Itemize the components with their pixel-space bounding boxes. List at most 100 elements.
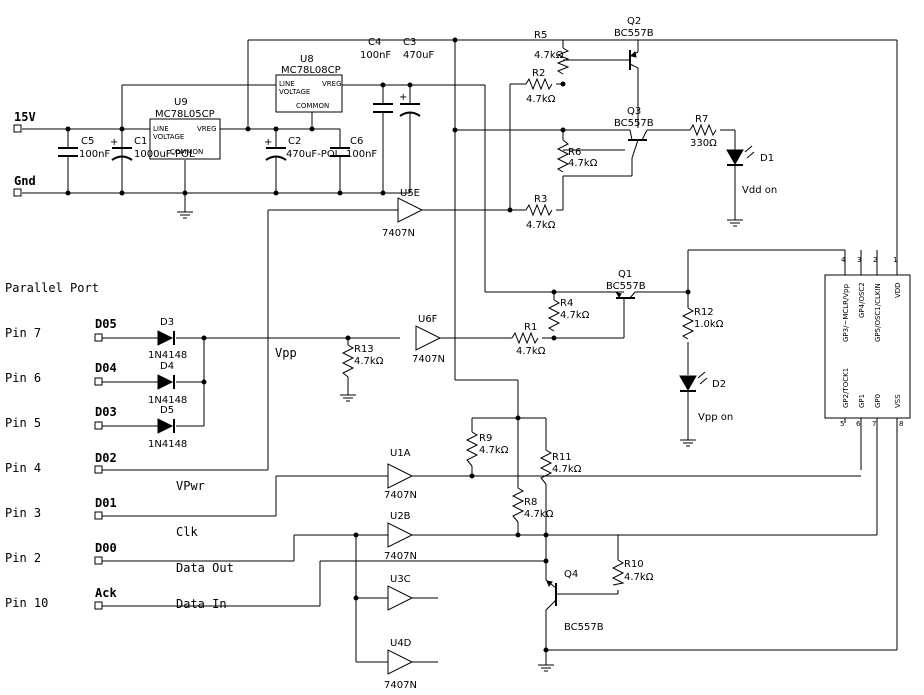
label-components-d5-part: 1N4148	[148, 439, 187, 450]
label-components-d3-part: 1N4148	[148, 350, 187, 361]
label-components-r8-ref: R8	[524, 497, 537, 508]
junction-dots	[65, 37, 691, 653]
label-components-u2b-part: 7407N	[384, 551, 417, 562]
resistor-r11	[539, 449, 553, 485]
label-components-u6f-part: 7407N	[412, 354, 445, 365]
net-vpp: Vpp	[275, 346, 297, 360]
label-components-r4-value: 4.7kΩ	[560, 310, 590, 321]
label-components-u5e-part: 7407N	[382, 228, 415, 239]
label-components-r11-value: 4.7kΩ	[552, 464, 582, 475]
label-pic-names-top-0: GP3/~MCLR/Vpp	[842, 283, 850, 342]
net-d05: D05	[95, 317, 117, 331]
net-d02: D02	[95, 451, 117, 465]
regulator-u9: LINE VOLTAGE VREG COMMON	[149, 118, 221, 160]
label-components-r7-value: 330Ω	[690, 138, 717, 149]
label-pic-names-top-1: GP4/OSC2	[858, 282, 866, 318]
label-components-q2-ref: Q2	[627, 16, 641, 27]
label-pic-pins-top-3: 1	[893, 256, 897, 264]
regulator-u8: LINE VOLTAGE VREG COMMON	[275, 74, 343, 113]
resistor-r8	[511, 487, 525, 523]
label-components-r10-value: 4.7kΩ	[624, 572, 654, 583]
label-pic-pins-bottom-0: 5	[840, 420, 844, 428]
net-d03: D03	[95, 405, 117, 419]
label-components-r2-value: 4.7kΩ	[526, 94, 556, 105]
label-components-r5-value: 4.7kΩ	[534, 50, 564, 61]
port-labels: Parallel Port Pin 7 Pin 6 Pin 5 Pin 4 Pi…	[5, 281, 99, 610]
port-pin-2: Pin 2	[5, 551, 41, 565]
net-ack: Ack	[95, 586, 117, 600]
label-components-r1-value: 4.7kΩ	[516, 346, 546, 357]
buffer-u1a	[387, 463, 414, 489]
resistor-r2	[525, 77, 553, 91]
label-components-c4-value: 100nF	[360, 50, 391, 61]
label-components-q3-ref: Q3	[627, 106, 641, 117]
label-components-d2-label: Vpp on	[698, 412, 733, 423]
net-vpwr: VPwr	[176, 479, 205, 493]
port-title: Parallel Port	[5, 281, 99, 295]
resistor-r3	[525, 203, 553, 217]
label-components-u6f-ref: U6F	[418, 314, 438, 325]
label-pic-names-bottom-1: GP1	[858, 394, 866, 408]
resistor-r12	[681, 307, 695, 340]
label-components-c1-ref: C1	[134, 136, 147, 147]
c3-plus: +	[399, 92, 407, 103]
label-pic-names-bottom-0: GP2/TOCK1	[842, 368, 850, 408]
net-d00: D00	[95, 541, 117, 555]
resistor-r13	[341, 344, 355, 378]
label-components-d1-ref: D1	[760, 153, 774, 164]
driver-wiring	[122, 40, 898, 488]
label-components-r9-value: 4.7kΩ	[479, 445, 509, 456]
resistor-r10	[611, 559, 625, 586]
label-pic-names-bottom-3: VSS	[894, 394, 902, 408]
net-15v: 15V	[14, 110, 36, 124]
label-components-u8-p2: VOLTAGE	[279, 88, 310, 96]
resistor-r9	[465, 431, 479, 467]
label-components-q4-ref: Q4	[564, 569, 578, 580]
label-pic-pins-top-1: 3	[857, 256, 861, 264]
label-components-u3c-ref: U3C	[390, 574, 411, 585]
label-components-r3-value: 4.7kΩ	[526, 220, 556, 231]
port-pin-6: Pin 6	[5, 371, 41, 385]
label-components-q1-ref: Q1	[618, 269, 632, 280]
label-components-r3-ref: R3	[534, 194, 547, 205]
label-components-d4-ref: D4	[160, 361, 174, 372]
label-components-r12-ref: R12	[694, 307, 714, 318]
port-pin-3: Pin 3	[5, 506, 41, 520]
net-d01: D01	[95, 496, 117, 510]
resistor-r7	[689, 123, 717, 137]
label-components-c1-value: 1000uF-POL	[134, 149, 195, 160]
label-components-r13-ref: R13	[354, 344, 374, 355]
transistor-q2	[629, 50, 639, 70]
resistor-r1	[511, 331, 539, 345]
pic-pin-labels: 4 3 2 1 5 6 7 8 GP3/~MCLR/Vpp GP4/OSC2 G…	[840, 256, 903, 428]
transistor-q1	[615, 291, 636, 299]
label-components-q4-part: BC557B	[564, 622, 604, 633]
label-components-q3-part: BC557B	[614, 118, 654, 129]
c2-plus: +	[264, 137, 272, 148]
diode-d3	[157, 330, 175, 346]
label-components-u9-p3: VREG	[197, 125, 217, 133]
resistor-r6	[556, 139, 570, 173]
label-pic-names-top-2: GP5/OSC1/CLKIN	[874, 283, 882, 342]
buffer-u4d	[387, 649, 414, 675]
label-components-r7-ref: R7	[695, 114, 708, 125]
label-components-r2-ref: R2	[532, 68, 545, 79]
label-components-u9-p1: LINE	[153, 125, 169, 133]
label-components-c2-ref: C2	[288, 136, 301, 147]
label-components-d4-part: 1N4148	[148, 395, 187, 406]
label-components-c6-value: 100nF	[346, 149, 377, 160]
capacitor-c1: +	[110, 137, 133, 161]
label-components-q1-part: BC557B	[606, 281, 646, 292]
diode-d4	[157, 374, 175, 390]
label-components-c4-ref: C4	[368, 37, 381, 48]
label-components-u2b-ref: U2B	[390, 511, 411, 522]
net-labels: 15V Gnd D05 D04 D03 D02 D01 D00 Ack Vpp …	[14, 110, 297, 611]
label-components-d3-ref: D3	[160, 317, 174, 328]
buffer-u6f	[415, 325, 442, 351]
label-components-u4d-ref: U4D	[390, 638, 412, 649]
label-components-u4d-part: 7407N	[384, 680, 417, 691]
port-pin-7: Pin 7	[5, 326, 41, 340]
label-components-r11-ref: R11	[552, 452, 572, 463]
label-components-c3-ref: C3	[403, 37, 416, 48]
